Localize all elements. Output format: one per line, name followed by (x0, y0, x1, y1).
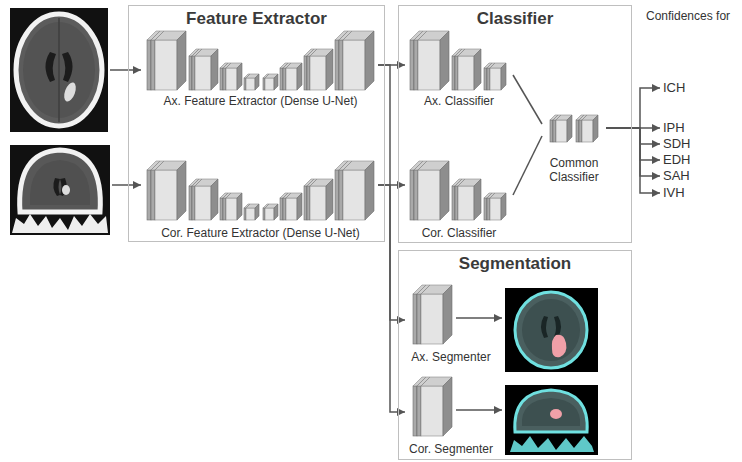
block-label: Ax. Segmenter (411, 350, 490, 364)
block-label: Ax. Feature Extractor (Dense U-Net) (163, 94, 357, 108)
connector (378, 65, 405, 320)
segmenter-arrow (456, 318, 502, 410)
connector (606, 88, 660, 128)
output-text: SDH (660, 136, 690, 152)
panel-title: Feature Extractor (186, 6, 327, 29)
network-block: Cor. Classifier (405, 156, 513, 240)
axial-ct-image (10, 8, 108, 132)
network-block: Cor. Segmenter (405, 374, 497, 456)
segmenter-illustration (413, 377, 452, 436)
block-label: Cor. Segmenter (409, 442, 493, 456)
connector (513, 136, 542, 195)
network-block: Ax. Feature Extractor (Dense U-Net) (143, 28, 378, 108)
coronal-ct-image (10, 145, 110, 235)
coronal-segmentation-image (505, 385, 598, 455)
output-text: IVH (660, 185, 685, 201)
connector (513, 75, 542, 124)
output-text: ICH (660, 80, 685, 96)
output-text: IPH (660, 120, 685, 136)
common-classifier-illustration (550, 115, 598, 142)
output-label: SDH (660, 136, 690, 152)
network-block: Cor. Feature Extractor (Dense U-Net) (143, 156, 378, 240)
output-label: IVH (660, 185, 685, 201)
network-block: Ax. Classifier (405, 28, 513, 108)
connector (606, 128, 660, 144)
connector (606, 128, 660, 160)
output-text: EDH (660, 152, 690, 168)
connector (606, 128, 660, 193)
connector (606, 128, 660, 176)
stage-panel: Feature ExtractorAx. Feature Extractor (… (128, 5, 385, 242)
stage-panel: ClassifierAx. ClassifierCor. Classifier C… (398, 5, 632, 243)
block-label: Cor. Feature Extractor (Dense U-Net) (161, 226, 360, 240)
panel-title: Segmentation (459, 251, 571, 274)
output-label: IPH (660, 120, 685, 136)
segmenter-illustration (413, 285, 452, 344)
unet-illustration (147, 161, 374, 220)
heading-label: Confidences for (646, 9, 730, 23)
output-label: SAH (660, 168, 690, 184)
output-label: ICH (660, 80, 685, 96)
output-label: EDH (660, 152, 690, 168)
classifier-illustration (410, 161, 506, 220)
classifier-illustration (410, 31, 506, 90)
block-label: Ax. Classifier (424, 94, 494, 108)
connector (378, 185, 405, 412)
stage-panel: SegmentationAx. SegmenterCor. Segmenter (398, 250, 632, 460)
panel-title: Classifier (477, 6, 554, 29)
block-label: Common Classifier (542, 156, 606, 184)
network-block: Ax. Segmenter (405, 282, 497, 364)
network-block: Common Classifier (542, 112, 606, 184)
axial-segmentation-image (505, 288, 598, 372)
input-arrow (110, 70, 141, 185)
output-text: SAH (660, 168, 690, 184)
unet-illustration (147, 31, 374, 90)
block-label: Cor. Classifier (422, 226, 497, 240)
